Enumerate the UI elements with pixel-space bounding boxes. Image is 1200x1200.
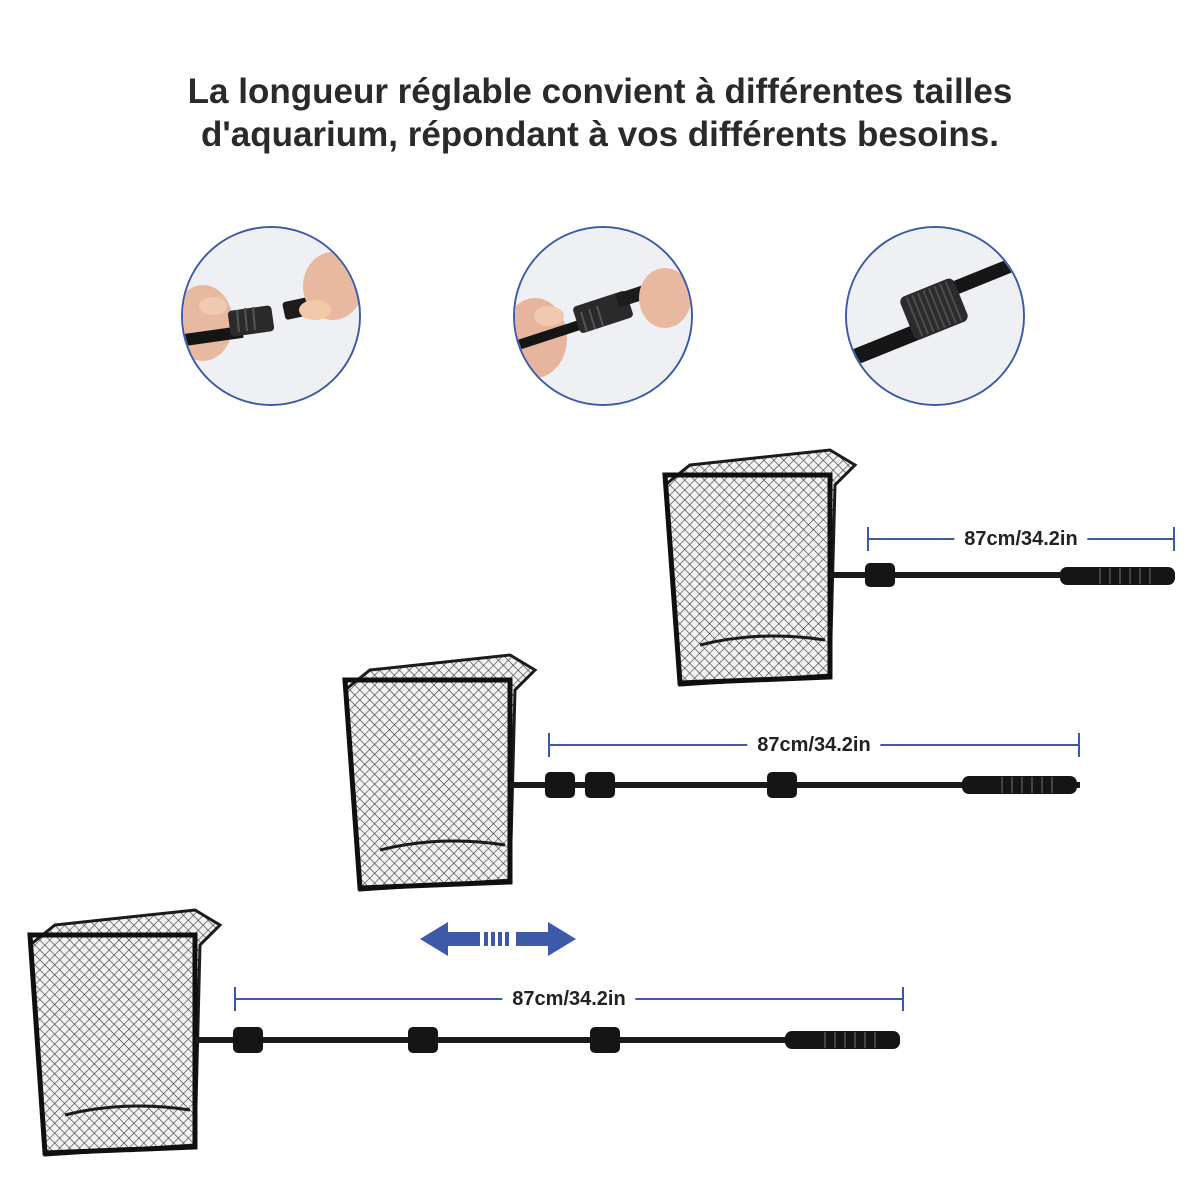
net-short xyxy=(660,445,1180,690)
dimension-short: 87cm/34.2in xyxy=(867,524,1175,554)
length-label-long: 87cm/34.2in xyxy=(502,984,636,1014)
detail-photo-insert xyxy=(513,226,693,406)
detail-photo-tighten xyxy=(845,226,1025,406)
net-medium xyxy=(340,650,1100,895)
dimension-long: 87cm/34.2in xyxy=(234,984,904,1014)
dimension-medium: 87cm/34.2in xyxy=(548,730,1080,760)
headline: La longueur réglable convient à différen… xyxy=(0,70,1200,156)
headline-line-2: d'aquarium, répondant à vos différents b… xyxy=(201,115,999,154)
headline-line-1: La longueur réglable convient à différen… xyxy=(187,72,1013,111)
adjust-double-arrow-icon xyxy=(420,922,576,956)
detail-photo-connect xyxy=(181,226,361,406)
length-label-short: 87cm/34.2in xyxy=(954,524,1088,554)
length-label-medium: 87cm/34.2in xyxy=(747,730,881,760)
net-long xyxy=(25,905,915,1160)
